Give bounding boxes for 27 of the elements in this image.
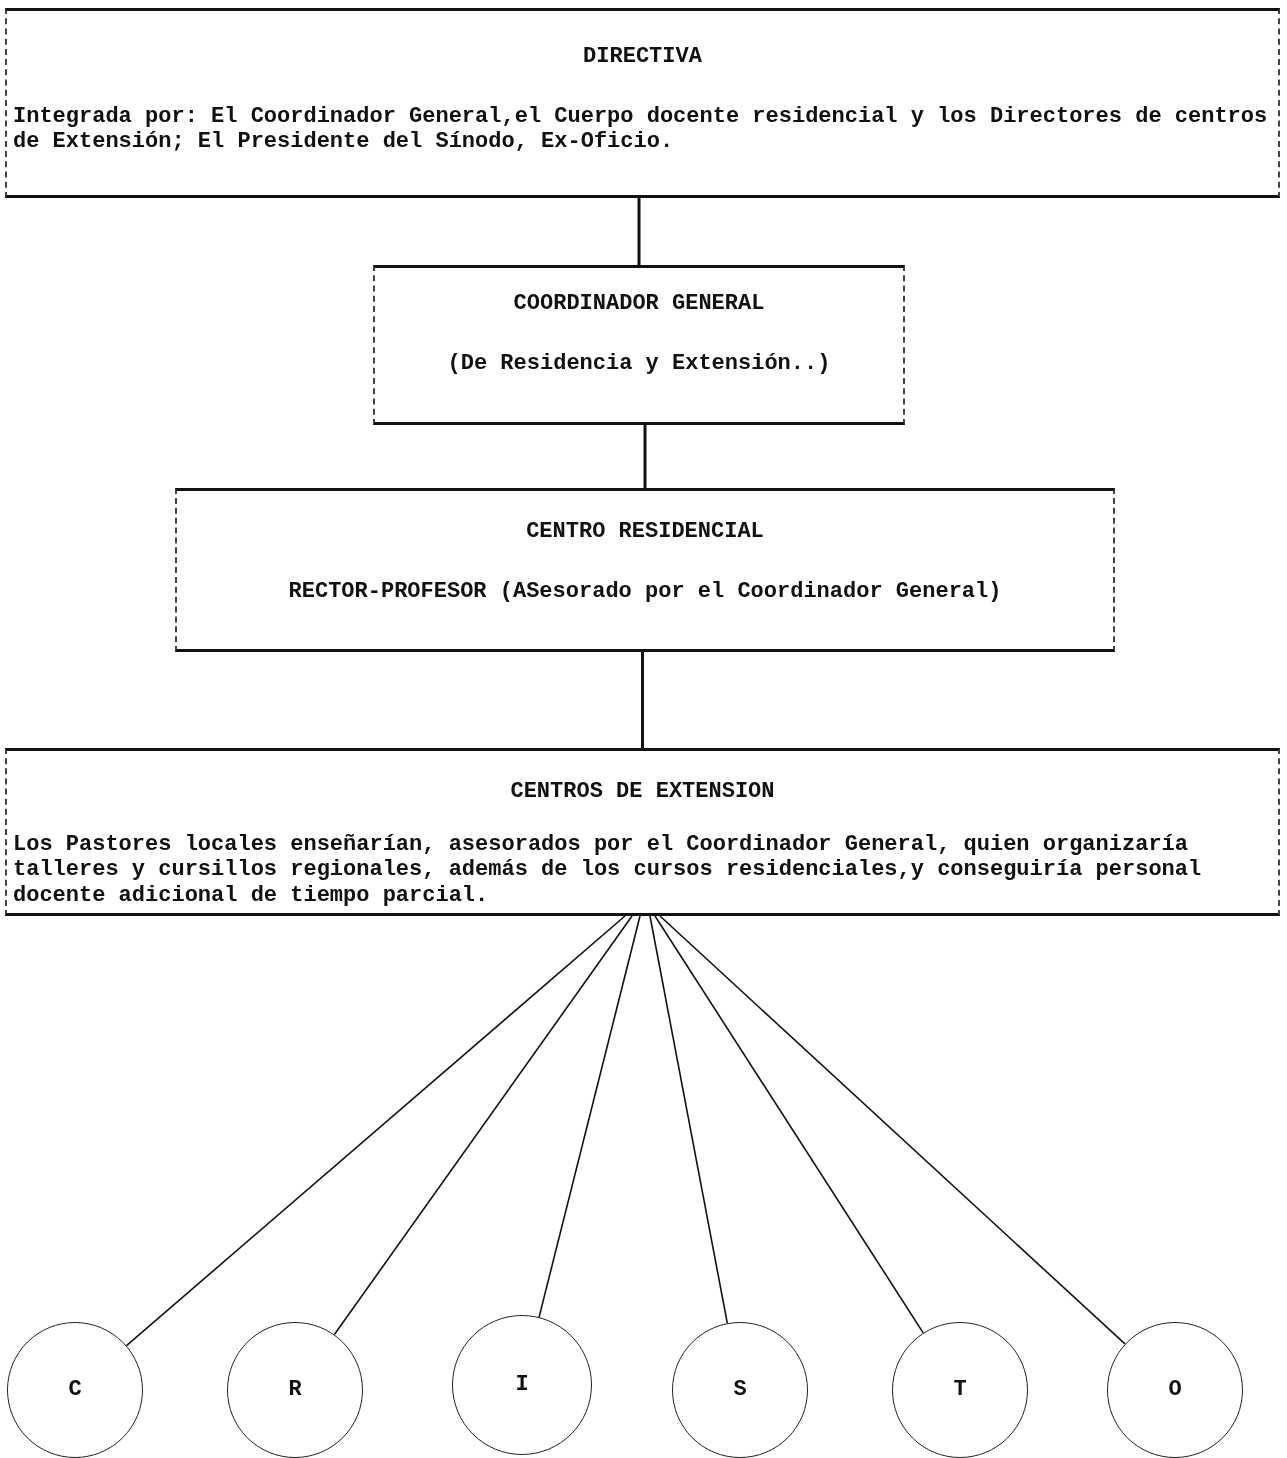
letter-label: I [515, 1372, 529, 1398]
connector-line [641, 652, 644, 748]
letter-label: S [733, 1377, 747, 1403]
org-box [5, 748, 1280, 916]
connector-line [649, 915, 729, 1324]
connector-line [125, 915, 626, 1347]
box-description: (De Residencia y Extensión..) [446, 351, 832, 377]
box-heading: COORDINADOR GENERAL [512, 291, 766, 317]
connector-line [654, 915, 924, 1334]
connector-line [637, 198, 641, 265]
box-description: RECTOR-PROFESOR (ASesorado por el Coordinador General) [287, 579, 1003, 605]
connector-line [333, 915, 633, 1336]
box-description: Integrada por: El Coordinador General,el Cuerpo docente residencial y los Directores de centros de Extensión; El Presidente del Sínodo, Ex-Oficio. [13, 104, 1269, 155]
box-description: Los Pastores locales enseñarían, asesorados por el Coordinador General, quien organizaría talleres y cursillos regionales, además de los cursos residenciales,y conseguiría personal docente adicional de tiempo parcial. [13, 832, 1203, 908]
letter-label: T [953, 1377, 967, 1403]
box-heading: DIRECTIVA [582, 44, 703, 70]
org-box [175, 488, 1115, 652]
connector-line [659, 915, 1126, 1345]
org-box [5, 8, 1280, 198]
box-heading: CENTRO RESIDENCIAL [525, 519, 765, 545]
letter-label: O [1168, 1377, 1182, 1403]
letter-label: R [288, 1377, 302, 1403]
connector-line [643, 425, 647, 488]
box-heading: CENTROS DE EXTENSION [509, 779, 776, 805]
connector-line [538, 915, 641, 1318]
letter-label: C [68, 1377, 82, 1403]
org-box [373, 265, 905, 425]
